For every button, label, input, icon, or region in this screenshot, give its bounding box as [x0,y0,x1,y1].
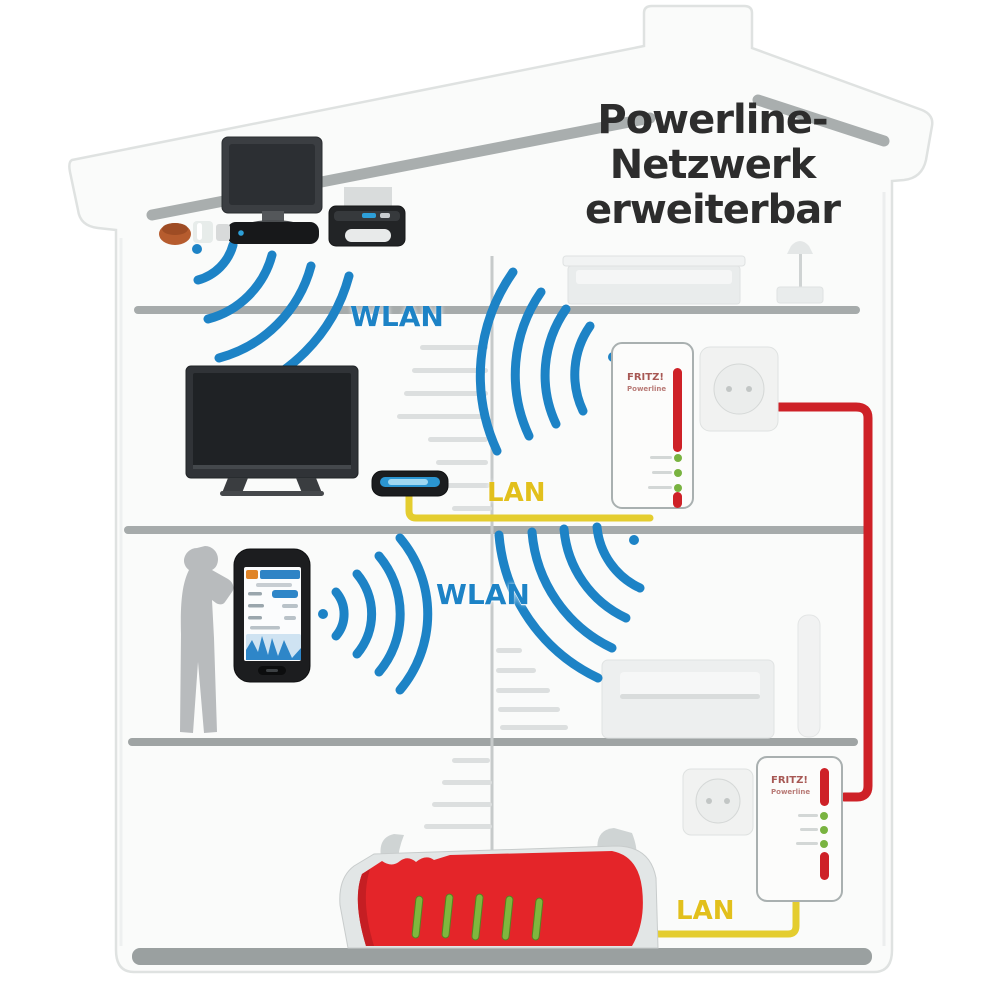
printer [328,187,406,247]
adapter-top-led [674,484,682,492]
cables [405,402,873,938]
adapter-top-led [674,469,682,477]
title-line-1: Powerline- [597,97,828,143]
coffee-mug [159,221,230,245]
lan-cable-top [405,490,654,522]
router-fritzbox [339,828,659,949]
router-red-shell [357,851,643,946]
adapter-top-model: Powerline [627,385,666,393]
adapter-bottom-model: Powerline [771,788,810,796]
wlan-label-middle: WLAN [436,578,530,611]
powerline-adapter-bottom: FRITZ! Powerline [756,756,843,902]
floor-lamp-second [797,614,821,738]
wlan-label-top: WLAN [350,300,444,333]
flatscreen-tv [185,365,359,496]
wifi-signal-phone-icon [318,533,433,695]
powerline-cable-red [774,402,873,802]
smartphone-chart [246,636,301,660]
sideboard-attic [562,255,746,305]
desktop-computer [221,136,323,244]
adapter-bottom-brand: FRITZ! [771,775,808,786]
person-silhouette [180,546,234,733]
table-lamp-attic [776,241,824,304]
adapter-bottom-red-stripe [820,768,829,806]
adapter-top-red-stripe [673,368,682,452]
lan-label-top: LAN [487,478,546,508]
wall-socket-bottom [682,768,754,836]
adapter-bottom-led [820,812,828,820]
lowboard-second [601,659,775,739]
roof-stripe-right [752,94,890,147]
media-player-box [371,470,449,497]
adapter-bottom-led [820,826,828,834]
adapter-top-led [674,454,682,462]
wall-socket-top [699,346,779,432]
diagram-title: Powerline- Netzwerk erweiterbar [540,98,885,233]
powerline-adapter-top: FRITZ! Powerline [611,342,694,509]
smartphone [233,548,311,683]
floor-line-second [124,526,872,534]
wifi-signal-downstairs-icon [494,522,645,683]
title-line-2: Netzwerk [609,142,816,188]
pc-base-unit [227,222,319,244]
title-line-3: erweiterbar [585,187,841,233]
staircase [397,256,568,878]
adapter-bottom-led [820,840,828,848]
lan-label-bottom: LAN [676,896,735,926]
wifi-signal-adapter-top-icon [475,267,618,456]
adapter-top-brand: FRITZ! [627,372,664,383]
lan-cable-bottom [650,894,800,938]
router-led [411,893,544,941]
ground-slab [132,948,872,965]
